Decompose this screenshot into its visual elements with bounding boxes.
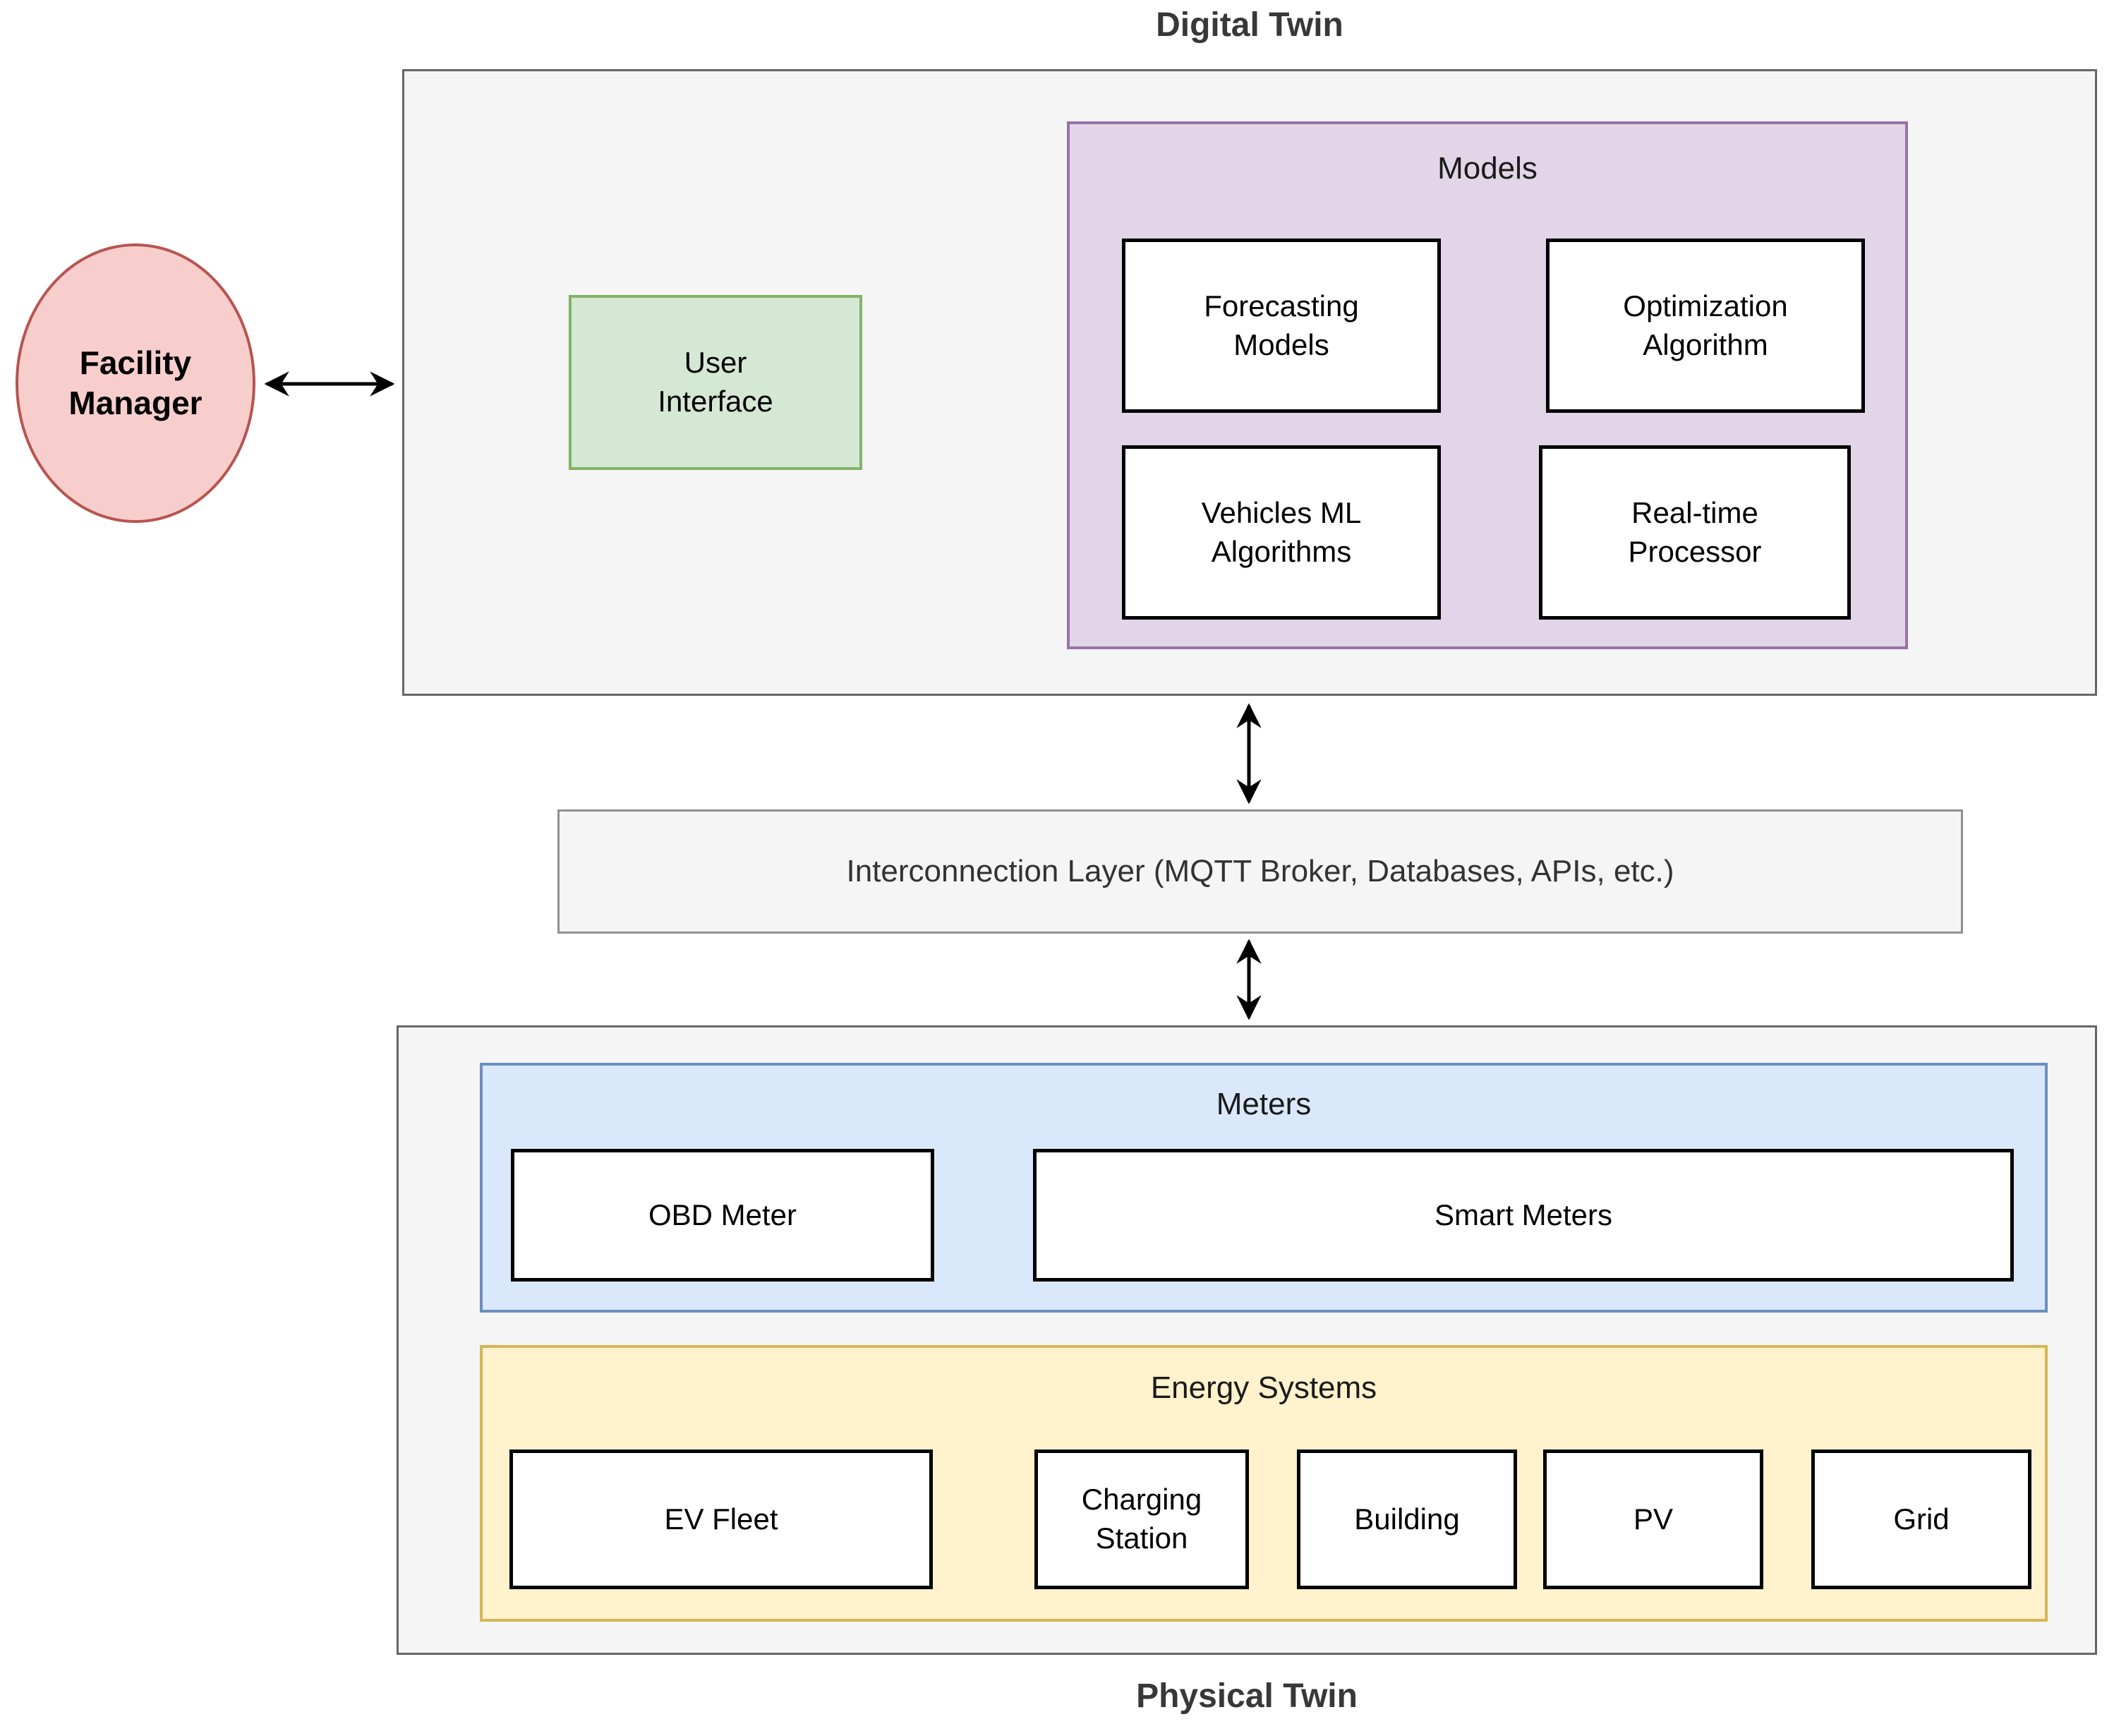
facility-manager-label: Facility Manager	[68, 344, 203, 422]
obd-meter-label: OBD Meter	[648, 1198, 797, 1231]
building-box: Building	[1297, 1449, 1517, 1589]
vehicles-ml-algorithms-label: Vehicles ML Algorithms	[1201, 495, 1362, 568]
energy-systems-title: Energy Systems	[1150, 1370, 1377, 1405]
vehicles-ml-algorithms-box: Vehicles ML Algorithms	[1122, 445, 1441, 620]
models-group: Models Forecasting Models Optimization A…	[1067, 121, 1908, 649]
pv-label: PV	[1633, 1502, 1674, 1536]
physical-twin-title: Physical Twin	[1136, 1677, 1358, 1715]
user-interface-label: User Interface	[658, 346, 773, 418]
smart-meters-box: Smart Meters	[1033, 1149, 2014, 1282]
obd-meter-box: OBD Meter	[511, 1149, 934, 1282]
digital-twin-title: Digital Twin	[1156, 6, 1343, 44]
interconnection-layer-box: Interconnection Layer (MQTT Broker, Data…	[557, 809, 1963, 934]
building-label: Building	[1354, 1502, 1460, 1536]
grid-label: Grid	[1893, 1502, 1950, 1536]
facility-manager-actor: Facility Manager	[16, 243, 255, 523]
charging-station-box: Charging Station	[1034, 1449, 1249, 1589]
charging-station-label: Charging Station	[1081, 1483, 1202, 1555]
ev-fleet-label: EV Fleet	[664, 1502, 778, 1536]
ev-fleet-box: EV Fleet	[509, 1449, 933, 1589]
forecasting-models-box: Forecasting Models	[1122, 239, 1441, 413]
smart-meters-label: Smart Meters	[1434, 1198, 1613, 1231]
optimization-algorithm-box: Optimization Algorithm	[1546, 239, 1865, 413]
user-interface-box: User Interface	[569, 295, 862, 470]
meters-title: Meters	[1216, 1087, 1312, 1121]
meters-group: Meters OBD Meter Smart Meters	[480, 1063, 2048, 1313]
interconnection-layer-label: Interconnection Layer (MQTT Broker, Data…	[846, 854, 1674, 888]
energy-systems-group: Energy Systems EV Fleet Charging Station…	[480, 1345, 2048, 1622]
forecasting-models-label: Forecasting Models	[1204, 289, 1359, 361]
grid-box: Grid	[1811, 1449, 2031, 1589]
real-time-processor-label: Real-time Processor	[1628, 495, 1762, 568]
optimization-algorithm-label: Optimization Algorithm	[1623, 289, 1788, 361]
pv-box: PV	[1543, 1449, 1763, 1589]
real-time-processor-box: Real-time Processor	[1539, 445, 1851, 620]
models-title: Models	[1437, 151, 1538, 186]
